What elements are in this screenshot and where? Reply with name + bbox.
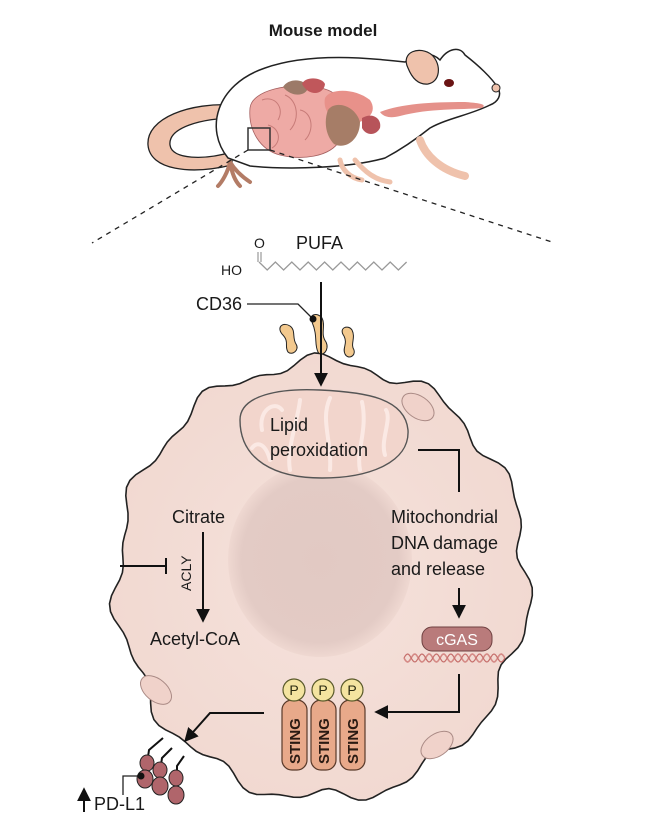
- sting-label-3: STING: [345, 718, 362, 764]
- spleen: [362, 115, 381, 134]
- organ-red: [302, 78, 325, 94]
- liver: [325, 104, 360, 146]
- receptor-1: [279, 323, 298, 354]
- sting-unit-2: STING P: [310, 678, 337, 771]
- phospho-2: [311, 678, 335, 702]
- cd36-label: CD36: [196, 294, 242, 314]
- figure-title: Mouse model: [269, 21, 378, 40]
- mitochondrion: Lipid peroxidation: [239, 388, 409, 479]
- sting-label-2: STING: [316, 718, 333, 764]
- cd36-pointer: [247, 303, 313, 319]
- mouse-illustration: [147, 48, 501, 188]
- zoom-line-left: [91, 149, 249, 244]
- zoom-region-box: [247, 127, 271, 151]
- phospho-3: [340, 678, 364, 702]
- liver-lobe: [283, 80, 308, 95]
- pdl1-protein-2b: [151, 776, 169, 796]
- mouse-ear: [405, 49, 439, 85]
- hydroxyl-label: HO: [221, 262, 242, 278]
- zoom-line-right: [269, 149, 556, 244]
- esophagus: [380, 102, 484, 118]
- citrate-label: Citrate: [172, 507, 225, 527]
- receptor-3: [341, 326, 355, 358]
- nucleus: [228, 463, 412, 657]
- pdl1-protein-3a: [168, 769, 184, 787]
- pdl1-protein-2a: [152, 761, 168, 779]
- acly-label: ACLY: [178, 555, 194, 591]
- acetyl-coa-label: Acetyl-CoA: [150, 629, 240, 649]
- peroxidation-label: peroxidation: [270, 440, 368, 460]
- mouse-nose: [491, 83, 501, 93]
- mtdna-label-line3: and release: [391, 559, 485, 579]
- mouse-hind-foot: [416, 136, 469, 180]
- sting-trimer: STING P STING P STING P: [281, 678, 366, 771]
- mtdna-label-line2: DNA damage: [391, 533, 498, 553]
- pdl1-protein-1a: [139, 754, 155, 772]
- small-mitochondria: [140, 392, 454, 760]
- pufa-molecule: O HO PUFA: [221, 233, 408, 278]
- pufa-label: PUFA: [296, 233, 343, 253]
- phospho-1: [282, 678, 306, 702]
- mtdna-label-line1: Mitochondrial: [391, 507, 498, 527]
- small-mitochondrion-2: [140, 675, 172, 705]
- sting-unit-1: STING P: [281, 678, 308, 771]
- sting-label-1: STING: [287, 718, 304, 764]
- oxygen-label: O: [254, 235, 265, 251]
- cgas-complex: cGAS: [403, 626, 506, 663]
- small-mitochondrion-1: [401, 392, 435, 422]
- svg-text:P: P: [318, 682, 327, 698]
- cgas-label: cGAS: [436, 632, 478, 649]
- svg-text:P: P: [347, 682, 356, 698]
- pdl1-label: PD-L1: [94, 794, 145, 814]
- sting-to-pdl1-arrow: [184, 712, 264, 743]
- cgas-box: [421, 626, 493, 652]
- receptor-2: [310, 314, 328, 355]
- pdl1-pointer: [122, 775, 141, 795]
- cgas-to-sting-arrow: [374, 674, 460, 719]
- peroxidation-to-mtdna-line: [418, 449, 460, 492]
- carbon-chain: [258, 261, 408, 271]
- svg-text:P: P: [289, 682, 298, 698]
- pdl1-protein-3b: [167, 785, 185, 805]
- mouse-eye: [444, 79, 454, 87]
- sting-unit-3: STING P: [339, 678, 366, 771]
- cd36-receptors: [279, 314, 355, 358]
- pdl1-proteins: [136, 737, 185, 805]
- lipid-label: Lipid: [270, 415, 308, 435]
- mouse-front-foot: [216, 160, 252, 188]
- small-mitochondrion-3: [420, 730, 454, 760]
